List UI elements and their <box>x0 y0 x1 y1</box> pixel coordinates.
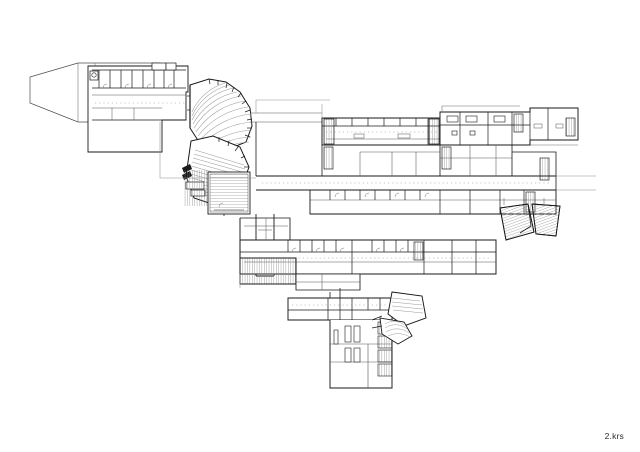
auditorium-stair-block <box>207 171 251 215</box>
west-classroom-corridor <box>87 65 189 153</box>
south-lower-wing <box>287 288 393 389</box>
angled-hatched-blocks <box>499 198 561 241</box>
site-trim-lines <box>159 99 596 288</box>
south-east-curved-block <box>371 291 427 345</box>
central-spine-corridor <box>256 145 557 191</box>
east-large-room-wing <box>439 105 579 146</box>
upper-long-corridor <box>250 112 322 177</box>
north-room-wing <box>321 117 441 146</box>
north-small-block <box>151 62 177 71</box>
plan-linework <box>29 62 596 389</box>
spine-south-rooms <box>309 189 557 215</box>
south-classroom-wing <box>239 217 497 291</box>
stair-flight-west <box>184 170 208 206</box>
floor-label: 2.krs <box>604 430 624 441</box>
